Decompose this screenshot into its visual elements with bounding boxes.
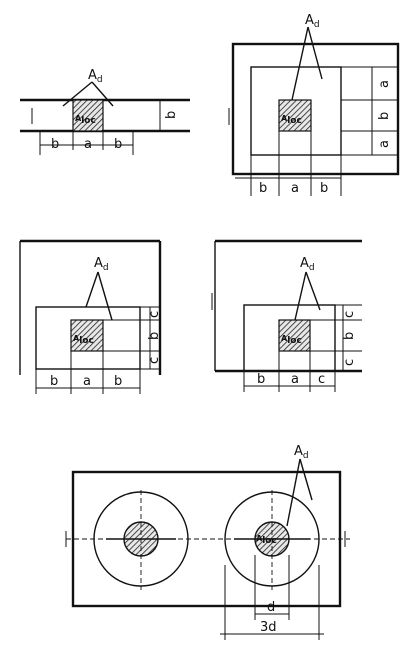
dim-b-thickness: b — [164, 111, 179, 119]
distribution-area-ad — [250, 66, 342, 156]
ad-label-4: Ad — [300, 256, 315, 273]
dim-a: a — [291, 181, 299, 196]
aloc-label-2: Aloc — [281, 114, 302, 126]
dim-a-top: a — [377, 80, 392, 88]
aloc-label-4: Aloc — [281, 334, 302, 346]
ad-label-5: Ad — [294, 444, 309, 461]
dim-b-right: b — [114, 137, 122, 152]
diagram-corner: Aloc Ad c b c b a c — [211, 239, 362, 392]
outer-slab — [231, 42, 400, 176]
dim-b: b — [257, 372, 265, 387]
dim-b-left: b — [259, 181, 267, 196]
ad-label-3: Ad — [94, 256, 109, 273]
dim-b-right: b — [320, 181, 328, 196]
loaded-area-aloc — [278, 319, 311, 352]
dim-b-left: b — [51, 137, 59, 152]
dim-a: a — [83, 374, 91, 389]
dim-a-bottom: a — [377, 140, 392, 148]
dim-c: c — [318, 372, 325, 387]
diagram-strip-edge: Aloc Ad b a b b — [20, 68, 190, 155]
dim-c-top: c — [147, 311, 162, 318]
dim-b-right: b — [114, 374, 122, 389]
loaded-area-aloc — [70, 319, 104, 352]
dim-d: d — [267, 600, 275, 615]
ad-label-2: Ad — [305, 13, 320, 30]
distribution-area-ad — [243, 304, 336, 372]
dim-c-bottom: c — [342, 359, 357, 366]
aloc-label-3: Aloc — [73, 334, 94, 346]
aloc-label-1: Aloc — [75, 114, 96, 126]
diagram-circular: Aloc Ad d 3d — [65, 444, 350, 640]
dim-b-left: b — [50, 374, 58, 389]
dim-c-bottom: c — [147, 357, 162, 364]
dim-a: a — [291, 372, 299, 387]
aloc-label-5: Aloc — [256, 534, 277, 546]
dim-b-mid: b — [377, 112, 392, 120]
loaded-area-aloc — [278, 99, 312, 132]
diagram-central-square: Aloc Ad a b a b a b — [228, 13, 400, 196]
ad-label-1: Ad — [88, 68, 103, 85]
dim-b-mid: b — [342, 332, 357, 340]
dim-c-top: c — [342, 311, 357, 318]
distribution-area-ad — [35, 306, 141, 370]
loaded-area-aloc — [72, 99, 104, 132]
dim-b-mid: b — [147, 332, 162, 340]
dim-a: a — [84, 137, 92, 152]
dim-3d: 3d — [260, 620, 277, 635]
diagram-edge-bottom: Aloc Ad c b c b a b — [19, 239, 162, 394]
